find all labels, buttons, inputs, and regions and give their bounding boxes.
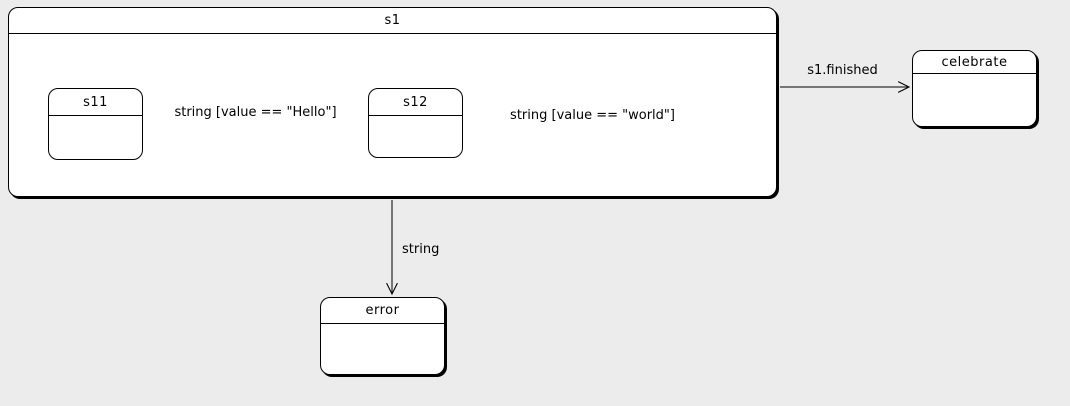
transition-s11-to-s12-label[interactable]: string [value == "Hello"] bbox=[174, 105, 337, 120]
state-s12-name: s12 bbox=[369, 89, 462, 116]
state-error-name: error bbox=[321, 298, 444, 324]
transition-s1-to-error-label[interactable]: string bbox=[402, 242, 440, 257]
transition-s1-to-celebrate-label[interactable]: s1.finished bbox=[807, 63, 878, 78]
state-s11[interactable]: s11 bbox=[48, 88, 143, 160]
transition-s12-to-final-label[interactable]: string [value == "world"] bbox=[510, 108, 675, 123]
state-celebrate[interactable]: celebrate bbox=[912, 50, 1037, 127]
state-error[interactable]: error bbox=[320, 297, 445, 375]
state-s11-name: s11 bbox=[49, 89, 142, 116]
state-celebrate-name: celebrate bbox=[913, 51, 1036, 74]
state-s12[interactable]: s12 bbox=[368, 88, 463, 158]
state-s1-name: s1 bbox=[9, 8, 776, 34]
